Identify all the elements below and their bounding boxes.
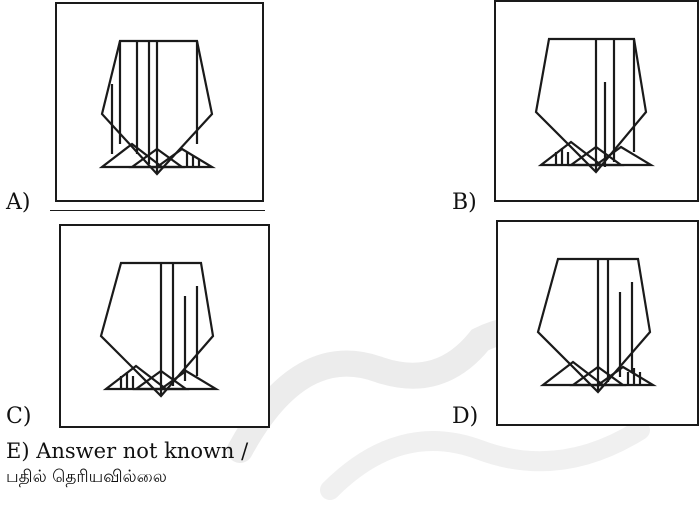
option-a-icon xyxy=(98,39,216,176)
option-a-figure[interactable] xyxy=(55,2,264,202)
option-c-figure[interactable] xyxy=(59,224,270,428)
option-d-icon xyxy=(536,257,657,394)
option-a-label[interactable]: A) xyxy=(6,190,31,215)
option-a-underline xyxy=(50,210,265,211)
option-b-label[interactable]: B) xyxy=(452,190,477,215)
option-c-label[interactable]: C) xyxy=(6,404,32,429)
option-d-figure[interactable] xyxy=(496,220,699,426)
option-d-label[interactable]: D) xyxy=(452,404,479,429)
option-b-icon xyxy=(534,37,655,174)
option-e-text[interactable]: E) Answer not known / xyxy=(6,439,249,463)
option-e-text-tamil[interactable]: பதில் தெரியவில்லை xyxy=(6,467,167,487)
option-b-figure[interactable] xyxy=(494,0,699,202)
option-c-icon xyxy=(99,261,220,398)
